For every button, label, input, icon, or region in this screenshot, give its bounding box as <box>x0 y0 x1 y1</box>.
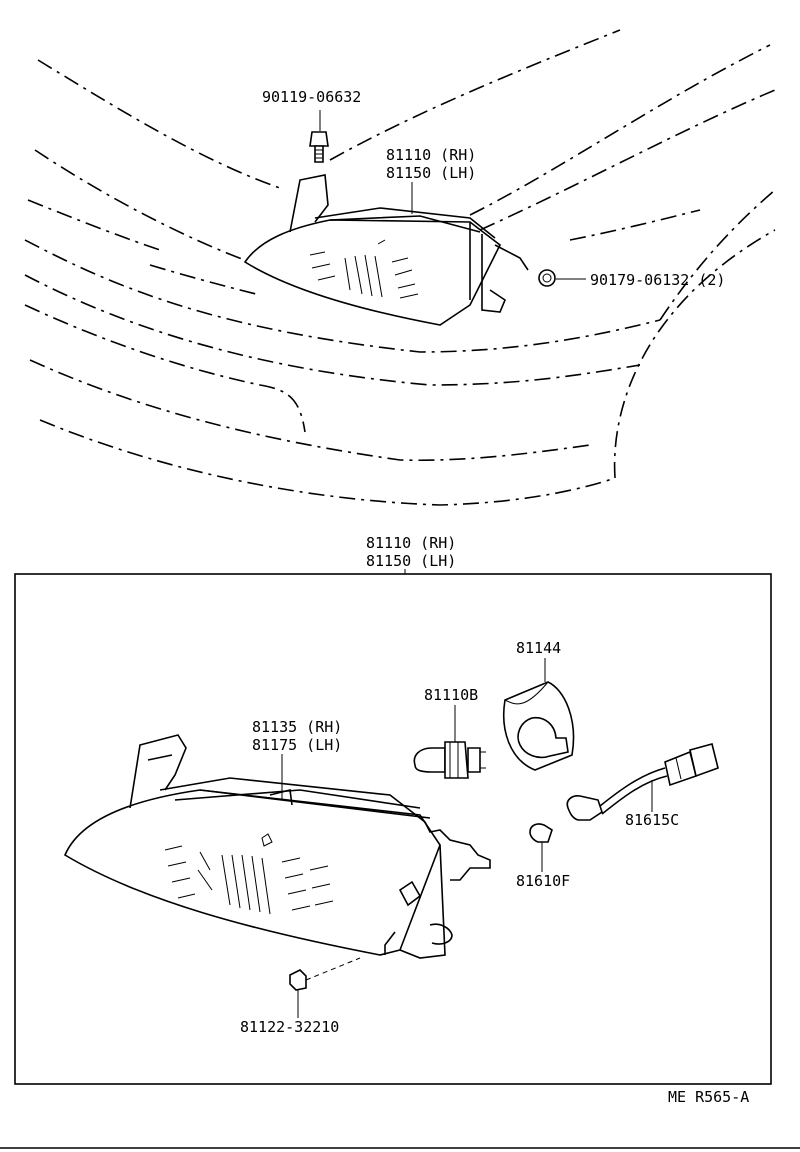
drawing-code: ME R565-A <box>668 1088 749 1106</box>
assembly-title-lh: 81150 (LH) <box>366 552 456 570</box>
lens-part-number-rh: 81135 (RH) <box>252 718 342 736</box>
nut-icon <box>538 269 556 287</box>
cover-part-number: 81144 <box>516 639 561 657</box>
side-bulb-icon <box>529 823 553 843</box>
bolt-icon <box>309 131 329 163</box>
assembly-title-rh: 81110 (RH) <box>366 534 456 552</box>
exploded-view-frame <box>14 573 772 1085</box>
socket-part-number: 81615C <box>625 811 679 829</box>
socket-icon <box>566 743 719 821</box>
adjuster-icon <box>289 969 307 991</box>
headlamp-assembly-exploded <box>63 734 491 959</box>
vehicle-body-outline <box>24 29 776 506</box>
lens-part-number-lh: 81175 (LH) <box>252 736 342 754</box>
side-bulb-part-number: 81610F <box>516 872 570 890</box>
dust-cover-icon <box>503 681 575 771</box>
lens-pattern-exploded <box>164 845 334 915</box>
bulb-part-number: 81110B <box>424 686 478 704</box>
headlamp-part-number-rh: 81110 (RH) <box>386 146 476 164</box>
lens-pattern-top <box>309 239 419 299</box>
adjuster-part-number: 81122-32210 <box>240 1018 339 1036</box>
bulb-icon <box>413 741 486 779</box>
bolt-part-number: 90119-06632 <box>262 88 361 106</box>
headlamp-part-number-lh: 81150 (LH) <box>386 164 476 182</box>
nut-part-number: 90179-06132 (2) <box>590 271 725 289</box>
headlamp-assembly-top <box>243 174 529 326</box>
